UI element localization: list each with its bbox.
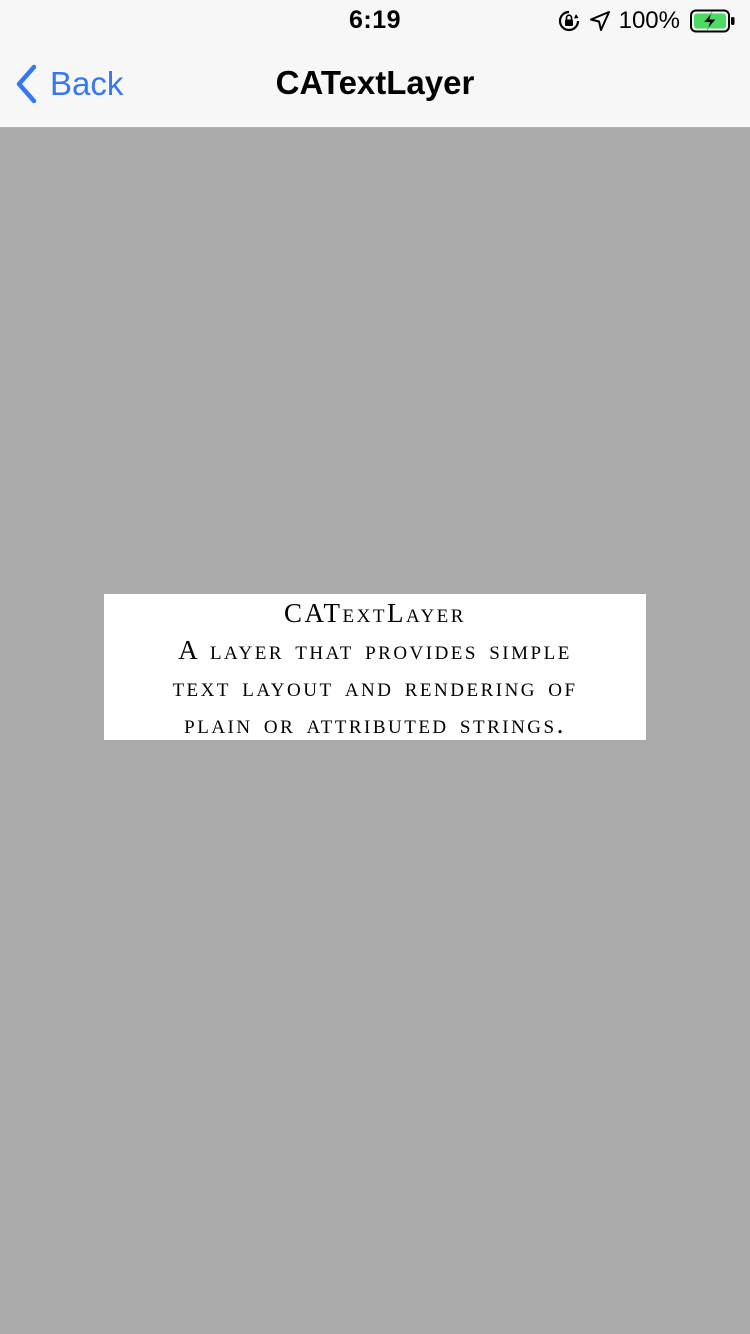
content-area: CATextLayer A layer that provides simple… <box>0 128 750 1334</box>
text-layer-line-1: A layer that provides simple <box>178 635 572 665</box>
battery-percent: 100% <box>618 7 680 34</box>
text-layer-title: CATextLayer <box>284 598 466 628</box>
chevron-left-icon <box>14 64 38 104</box>
status-time: 6:19 <box>348 6 402 34</box>
text-layer-line-2: text layout and rendering of <box>172 672 578 702</box>
back-button[interactable]: Back <box>14 60 123 108</box>
back-button-label: Back <box>50 65 124 102</box>
text-layer-line-3: plain or attributed strings. <box>184 709 566 739</box>
text-layer-box: CATextLayer A layer that provides simple… <box>104 594 646 740</box>
navigation-bar: Back CATextLayer <box>0 40 750 128</box>
location-arrow-icon <box>589 10 611 32</box>
battery-charging-icon <box>690 9 736 33</box>
status-bar: 6:19 100% <box>0 0 750 40</box>
status-indicators: 100% <box>557 7 736 35</box>
orientation-lock-icon <box>557 9 581 33</box>
